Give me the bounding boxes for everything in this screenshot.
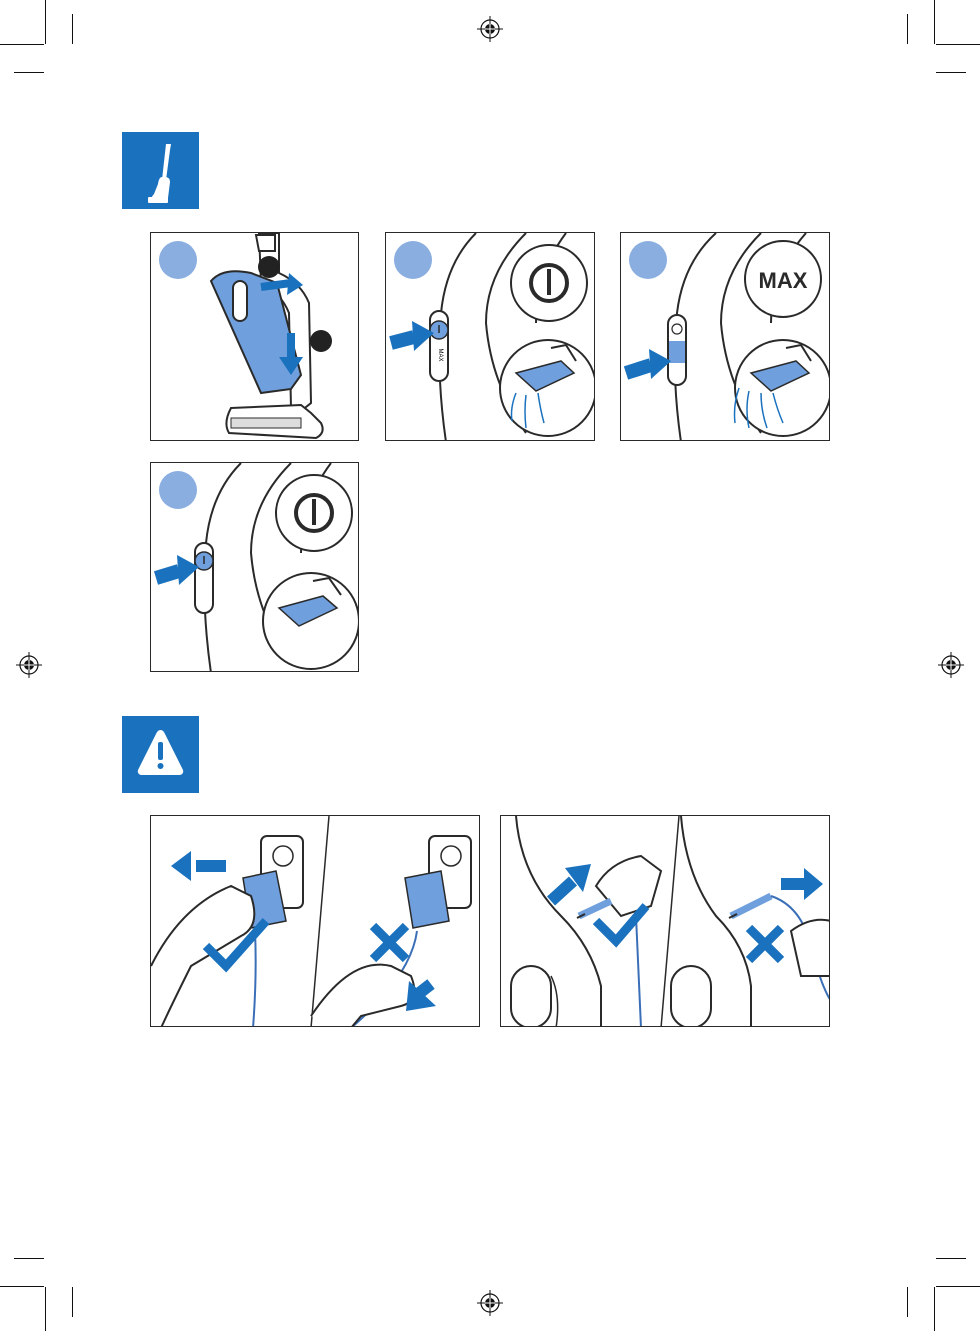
max-symbol: MAX (759, 268, 808, 293)
crop-mark (936, 72, 966, 73)
registration-mark-icon (477, 16, 503, 42)
warning-panel-cord (500, 815, 830, 1027)
stick-vacuum-icon (122, 132, 199, 209)
step-panel-4 (150, 462, 359, 672)
crop-mark (936, 1286, 980, 1287)
step-number-badge (629, 241, 667, 279)
crop-mark (0, 44, 44, 45)
crop-mark (907, 1287, 908, 1317)
step-number-badge (394, 241, 432, 279)
warning-triangle-icon (122, 716, 199, 793)
step-panel-1 (150, 232, 359, 441)
step-panel-3: MAX (620, 232, 830, 441)
crop-mark (72, 1287, 73, 1317)
crop-mark (0, 1286, 44, 1287)
crop-mark (907, 14, 908, 44)
registration-mark-icon (16, 652, 42, 678)
crop-mark (934, 0, 935, 44)
crop-mark (72, 14, 73, 44)
crop-mark (45, 1287, 46, 1331)
step-number-badge (159, 241, 197, 279)
crop-mark (14, 72, 44, 73)
warning-panel-adapter (150, 815, 480, 1027)
crop-mark (14, 1258, 44, 1259)
crop-mark (45, 0, 46, 44)
crop-mark (936, 44, 980, 45)
max-label: MAX (437, 348, 443, 361)
step-number-badge (159, 471, 197, 509)
crop-mark (936, 1258, 966, 1259)
step-panel-2: MAX (385, 232, 595, 441)
crop-mark (934, 1287, 935, 1331)
registration-mark-icon (938, 652, 964, 678)
registration-mark-icon (477, 1290, 503, 1316)
